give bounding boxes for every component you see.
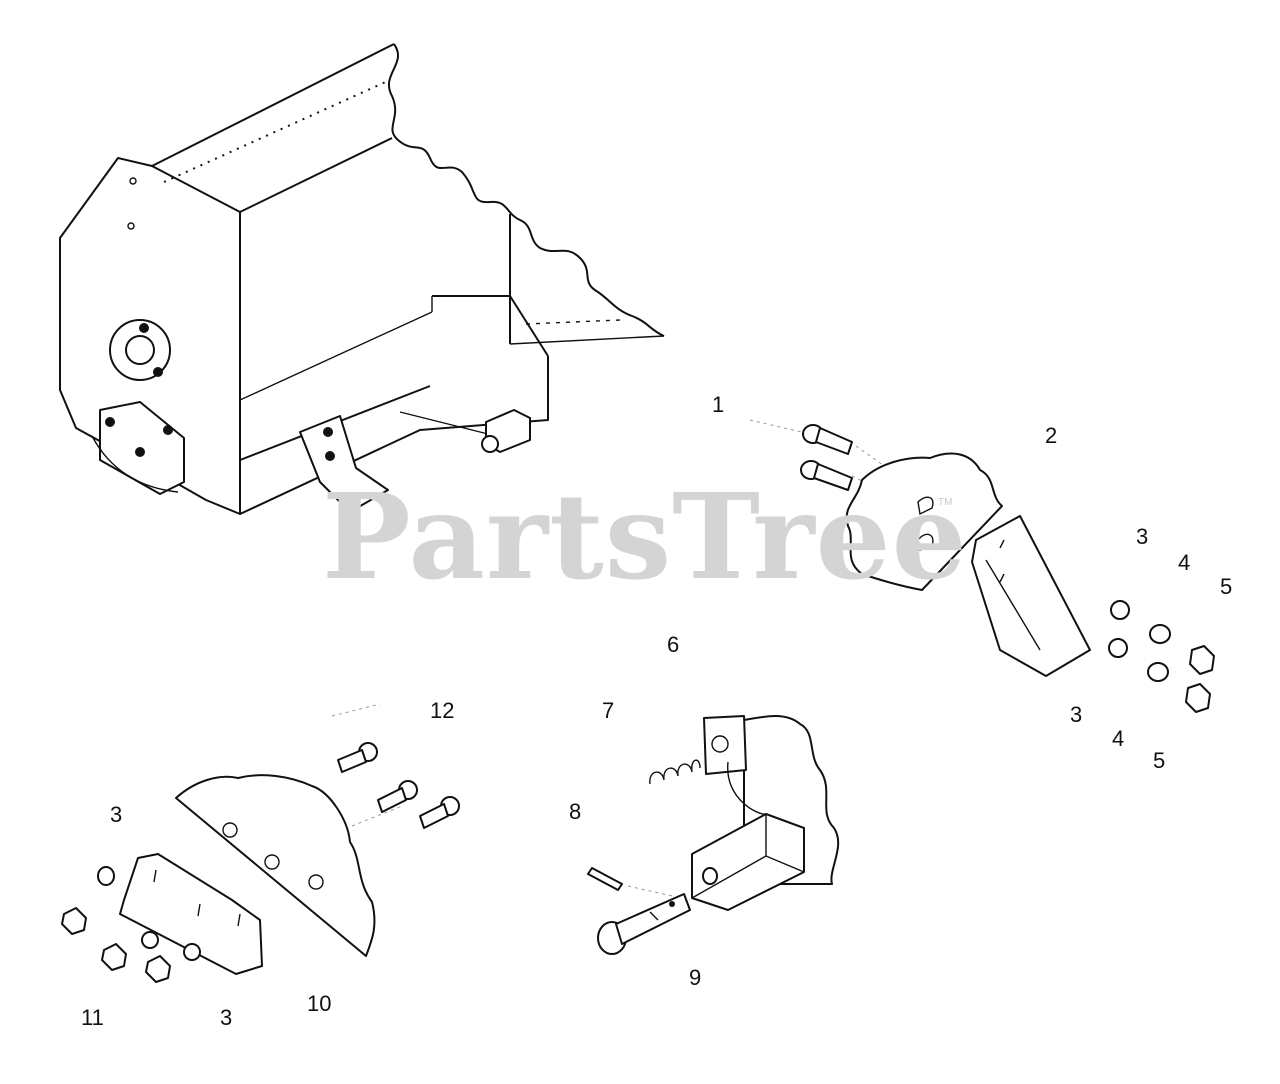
lock-washer	[1147, 662, 1169, 682]
callout-4: 4	[1112, 726, 1125, 751]
hex-nut	[1185, 683, 1211, 713]
watermark: PartsTree	[322, 467, 968, 606]
hub-inner	[125, 335, 155, 365]
hex-nut	[145, 955, 171, 983]
carriage-bolt	[802, 424, 853, 455]
skid-shoe	[119, 853, 263, 975]
callout-3: 3	[1070, 702, 1083, 727]
callout-3: 3	[110, 802, 123, 827]
side-mount-plate	[175, 774, 376, 957]
skid-shoe-assembly-left	[61, 703, 460, 983]
hex-bolt	[377, 780, 418, 813]
hex-bolt	[337, 742, 378, 773]
skid-bracket	[971, 515, 1091, 677]
cotter-pin	[587, 867, 623, 891]
break-line	[388, 43, 665, 337]
callout-12: 12	[430, 698, 455, 723]
hex-nut	[61, 907, 87, 935]
callout-3: 3	[1136, 524, 1149, 549]
clevis-pin	[597, 893, 691, 955]
hex-bolt	[419, 796, 460, 829]
callout-1: 1	[712, 392, 725, 417]
mount-plate	[845, 452, 1003, 591]
callout-10: 10	[307, 991, 332, 1016]
callout-5: 5	[1220, 574, 1233, 599]
carriage-bolt	[800, 460, 853, 491]
flat-washer	[1110, 600, 1130, 620]
latch-assembly	[587, 715, 840, 955]
latch-block	[691, 813, 805, 911]
skid-shoe-assembly-right	[749, 419, 1215, 713]
callout-5: 5	[1153, 748, 1166, 773]
hex-nut	[101, 943, 127, 971]
flat-washer	[1108, 638, 1128, 658]
watermark-trademark: TM	[938, 497, 953, 508]
callout-2: 2	[1045, 423, 1058, 448]
callout-7: 7	[602, 698, 615, 723]
spring-plate	[703, 715, 747, 775]
callout-8: 8	[569, 799, 582, 824]
callout-11: 11	[81, 1005, 104, 1030]
hex-nut	[1189, 645, 1215, 675]
callout-4: 4	[1178, 550, 1191, 575]
compression-spring	[649, 759, 701, 785]
housing-assembly	[59, 43, 665, 515]
lock-washer	[1149, 624, 1171, 644]
lower-bracket	[299, 415, 389, 513]
callout-3: 3	[220, 1005, 233, 1030]
callout-9: 9	[689, 965, 702, 990]
callout-6: 6	[667, 632, 680, 657]
flat-washer	[97, 866, 115, 886]
